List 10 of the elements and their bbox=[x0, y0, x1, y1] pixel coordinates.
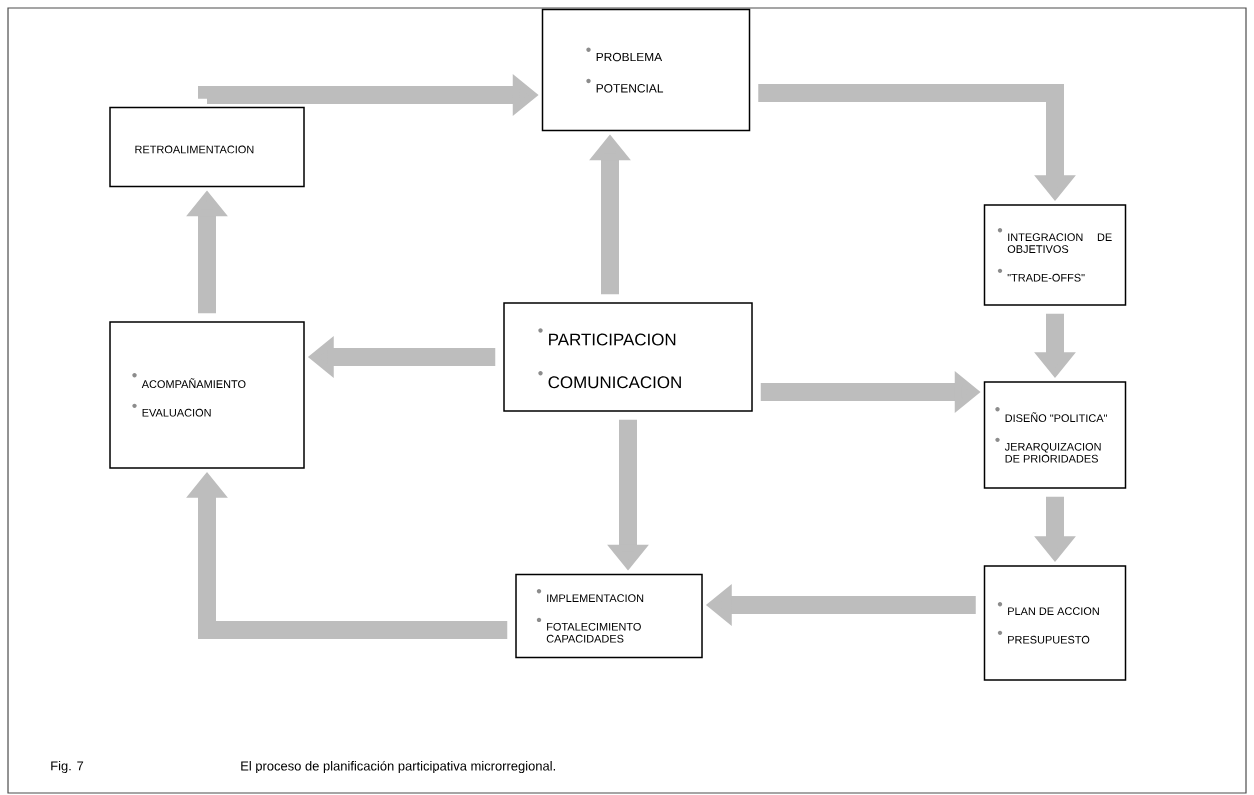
process-box: PARTICIPACION COMUNICACION bbox=[503, 302, 753, 412]
process-box: PLAN DE ACCION PRESUPUESTO bbox=[983, 565, 1127, 681]
process-box: IMPLEMENTACION FOTALECIMIENTO CAPACIDADES bbox=[515, 573, 703, 659]
figure-number: Fig. 7 bbox=[51, 760, 84, 774]
process-box: RETROALIMENTACION bbox=[109, 106, 305, 188]
process-box: INTEGRACION DE OBJETIVOS "TRADE-OFFS" bbox=[983, 204, 1127, 306]
process-box: DISEÑO "POLITICA" JERARQUIZACION DE PRIORIDADES bbox=[983, 381, 1127, 489]
process-box: PROBLEMA POTENCIAL bbox=[541, 8, 751, 132]
process-box: ACOMPAÑAMIENTO EVALUACION bbox=[109, 321, 305, 469]
caption: El proceso de planificación participativa microrregional. bbox=[241, 760, 555, 774]
